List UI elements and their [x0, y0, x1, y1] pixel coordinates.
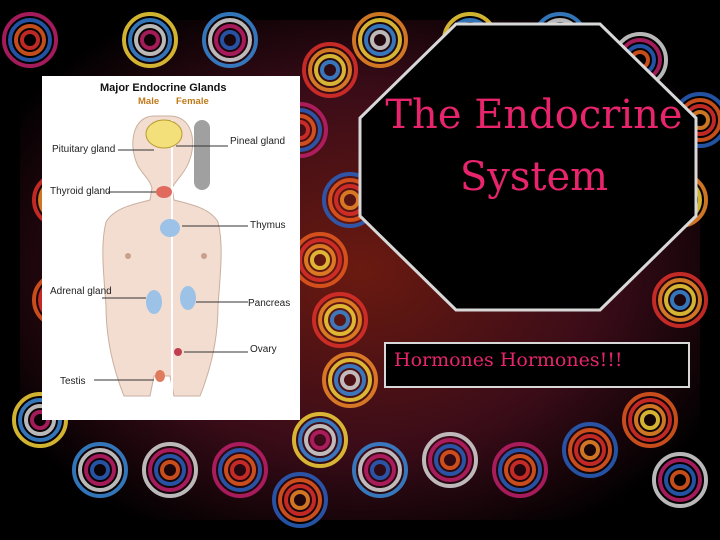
endocrine-diagram: Major Endocrine Glands Male Female Pitui… — [42, 76, 300, 420]
title-line-2: System — [459, 154, 609, 200]
subtitle-box: Hormones Hormones!!! — [384, 342, 690, 388]
slide-subtitle: Hormones Hormones!!! — [394, 349, 623, 371]
female-label: Female — [176, 96, 209, 107]
label-adrenal: Adrenal gland — [50, 286, 112, 297]
label-pineal: Pineal gland — [230, 136, 286, 147]
male-label: Male — [138, 96, 160, 107]
label-testis: Testis — [60, 376, 86, 387]
label-ovary: Ovary — [250, 344, 277, 355]
slide-title: The Endocrine System — [372, 84, 696, 208]
diagram-title: Major Endocrine Glands — [100, 82, 227, 94]
title-octagon — [358, 22, 698, 312]
title-line-1: The Endocrine — [385, 92, 683, 138]
label-pancreas: Pancreas — [248, 298, 291, 309]
label-thymus: Thymus — [250, 220, 286, 231]
label-pituitary: Pituitary gland — [52, 144, 116, 155]
label-thyroid: Thyroid gland — [50, 186, 111, 197]
